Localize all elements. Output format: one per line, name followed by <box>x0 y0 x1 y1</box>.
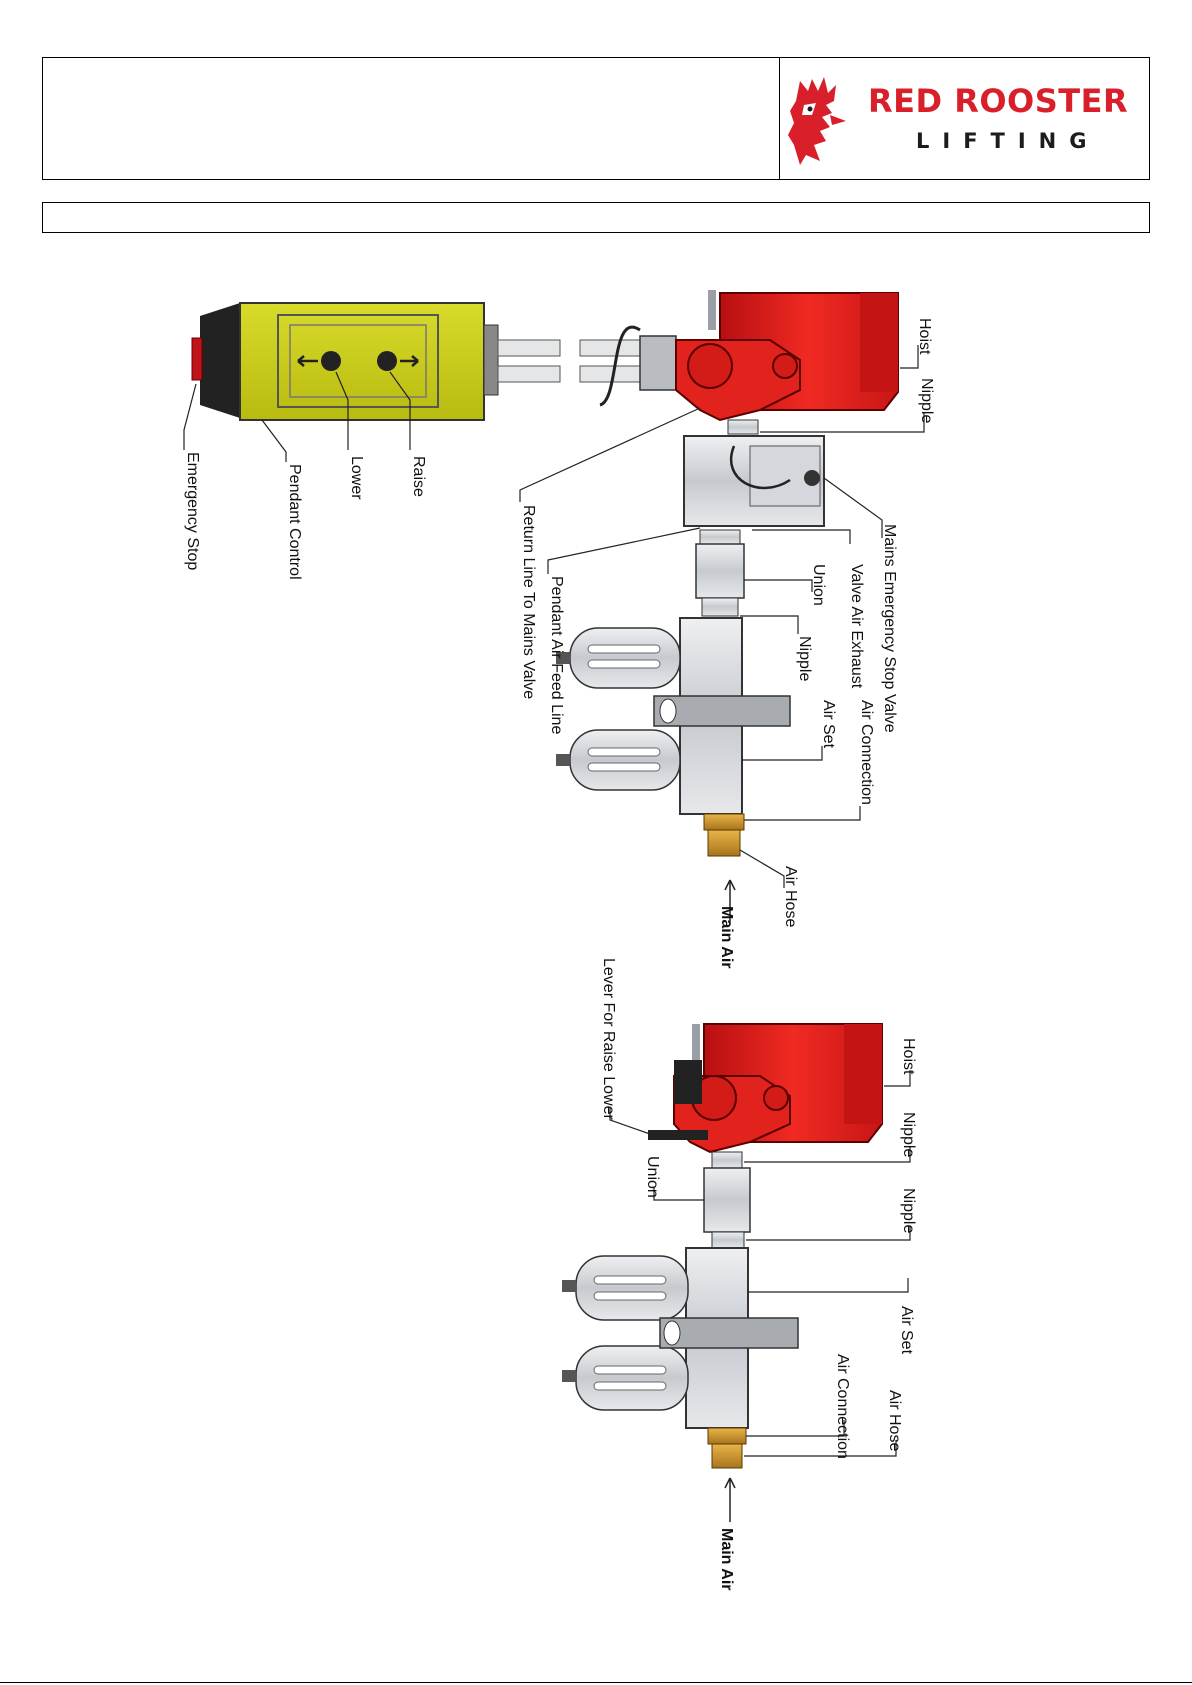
label-nipple-hoist-1: Nipple <box>918 378 935 423</box>
hoist-nipple <box>727 419 759 435</box>
rooster-logo-icon <box>788 77 846 165</box>
label-hoist-2: Hoist <box>900 1038 917 1075</box>
diagram-1: Hoist Nipple Mains Emergency Stop Valve … <box>183 290 935 969</box>
section-title-bar <box>42 202 1150 233</box>
emergency-stop-button <box>191 303 240 418</box>
union-fitting <box>695 543 745 599</box>
lower-nipple-2 <box>711 1231 745 1249</box>
brand-name-top: RED ROOSTER <box>868 82 1129 120</box>
air-connection-brass <box>703 813 745 831</box>
raise-lower-lever <box>648 1130 708 1140</box>
air-set <box>556 617 791 815</box>
brand-name-bottom: LIFTING <box>916 129 1100 153</box>
lower-nipple <box>701 597 739 617</box>
label-main-air-2: Main Air <box>718 1528 735 1591</box>
label-pendant-air-feed-line: Pendant Air Feed Line <box>548 576 565 734</box>
hoist-body <box>675 290 899 422</box>
label-return-line: Return Line To Mains Valve <box>520 505 537 699</box>
union-upper-nipple <box>699 529 741 545</box>
header-divider <box>779 57 780 180</box>
label-mains-estop-valve: Mains Emergency Stop Valve <box>881 524 898 733</box>
pendant-fittings <box>639 335 677 391</box>
label-union-2: Union <box>644 1156 661 1198</box>
label-nipple-lower-2: Nipple <box>900 1188 917 1233</box>
label-lower: Lower <box>348 456 365 500</box>
label-nipple-lower-1: Nipple <box>796 636 813 681</box>
pendant-hoses <box>497 325 651 407</box>
union-fitting-2 <box>703 1167 751 1233</box>
header-box <box>42 57 1150 180</box>
label-raise: Raise <box>410 456 427 497</box>
pendant-control-box <box>239 302 499 421</box>
label-emergency-stop: Emergency Stop <box>184 452 201 570</box>
mains-emergency-stop-valve <box>683 435 825 527</box>
label-union-1: Union <box>810 564 827 606</box>
air-hose-fitting <box>707 829 741 857</box>
label-valve-air-exhaust: Valve Air Exhaust <box>848 564 865 689</box>
leader-lines-1 <box>183 345 925 925</box>
footer-rule <box>0 1682 1192 1683</box>
label-pendant-control: Pendant Control <box>286 464 303 580</box>
label-air-set-2: Air Set <box>898 1306 915 1355</box>
label-air-hose-1: Air Hose <box>782 866 799 927</box>
label-air-set-1: Air Set <box>820 700 837 749</box>
label-main-air-1: Main Air <box>718 906 735 969</box>
label-nipple-upper-2: Nipple <box>900 1112 917 1157</box>
hoist-nipple-2 <box>711 1151 743 1169</box>
label-air-connection-2: Air Connection <box>834 1354 851 1459</box>
air-set-2 <box>562 1247 799 1429</box>
hoist-body-2 <box>673 1023 883 1154</box>
air-connection-brass-2 <box>707 1427 747 1445</box>
label-air-hose-2: Air Hose <box>886 1390 903 1451</box>
diagram-2: Hoist Nipple Nipple Air Set Air Connecti… <box>562 958 917 1591</box>
label-lever-raise-lower: Lever For Raise Lower <box>600 958 617 1121</box>
label-hoist-1: Hoist <box>916 318 933 355</box>
label-air-connection-1: Air Connection <box>858 700 875 805</box>
air-hose-fitting-2 <box>711 1443 743 1469</box>
leader-lines-2 <box>609 1070 911 1522</box>
